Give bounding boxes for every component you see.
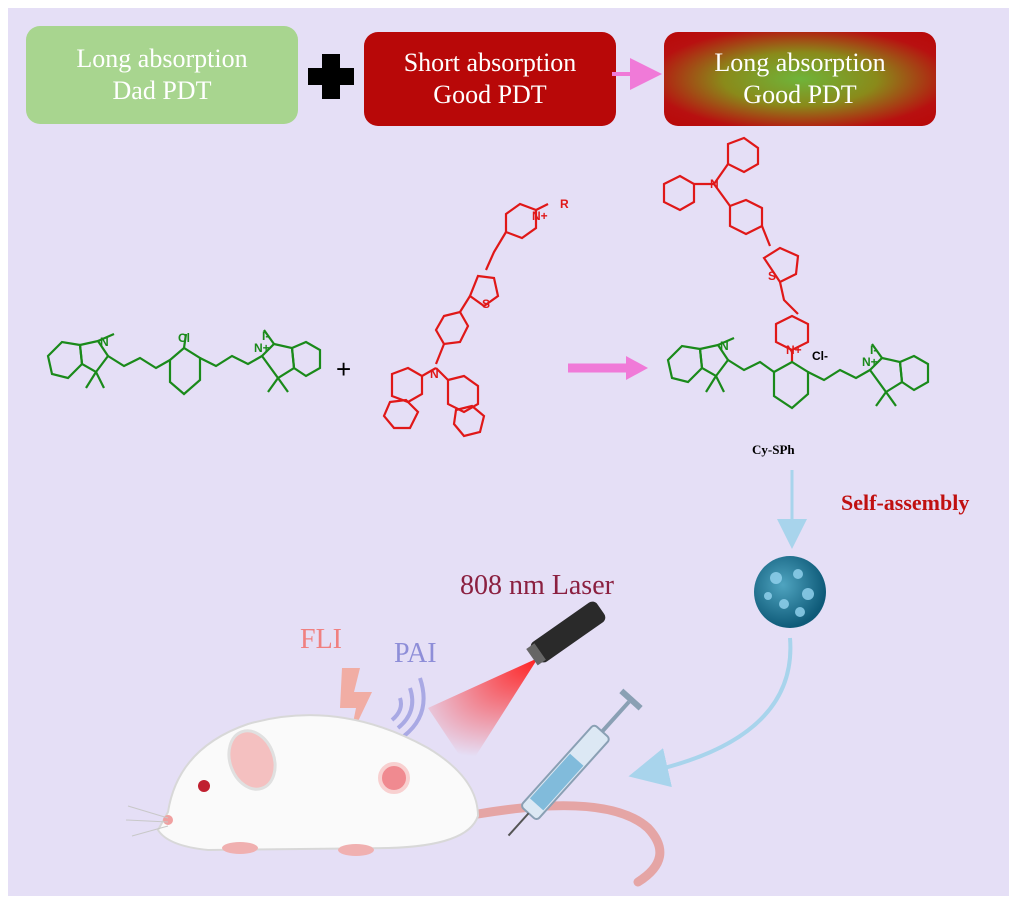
cyanine-counterion-label: I- xyxy=(262,329,269,343)
box2-line2: Good PDT xyxy=(433,80,547,109)
product-chloride-label: Cl- xyxy=(812,349,828,363)
thiophene-pyridinium-molecule xyxy=(382,202,549,438)
laser-pen-icon xyxy=(526,601,606,666)
mouse-icon xyxy=(156,714,480,856)
fli-label: FLI xyxy=(300,624,342,655)
cyanine-nplus-label: N+ xyxy=(254,341,270,355)
product-pyridinium-label: N+ xyxy=(786,343,802,357)
sound-wave-icon xyxy=(390,677,426,738)
diagram-svg: N Cl N+ I- N+ R S N xyxy=(46,58,930,887)
amine-n-label: N xyxy=(430,367,439,381)
product-cyanine-n-label: N xyxy=(720,339,729,353)
nanoparticle-texture xyxy=(764,569,814,617)
plus-icon-vertical xyxy=(322,54,340,99)
pyridinium-r-label: R xyxy=(560,197,569,211)
box1-line1: Long absorption xyxy=(76,44,248,73)
product-red-fragment xyxy=(662,136,810,362)
cyanine-cl-label: Cl xyxy=(178,331,190,345)
laser-beam xyxy=(428,658,538,768)
cyanine-n-label: N xyxy=(100,335,109,349)
box2-line1: Short absorption xyxy=(403,48,577,77)
self-assembly-label: Self-assembly xyxy=(841,490,970,515)
product-cyanine-fragment xyxy=(666,336,930,410)
cyanine-molecule xyxy=(46,329,322,396)
box1-line2: Dad PDT xyxy=(112,76,212,105)
reaction-plus-sign: + xyxy=(336,354,352,384)
pyridinium-n-label: N+ xyxy=(532,209,548,223)
thiophene-s-label: S xyxy=(482,297,490,311)
diagram-canvas: Long absorption Dad PDT Short absorption… xyxy=(8,8,1009,896)
mouse-tail xyxy=(473,801,665,887)
laser-label: 808 nm Laser xyxy=(460,570,614,601)
product-cyanine-nplus-label: N+ xyxy=(862,355,878,369)
pai-label: PAI xyxy=(394,638,437,669)
box-long-absorption-bad-pdt: Long absorption Dad PDT xyxy=(26,26,298,124)
nanoparticle-icon xyxy=(754,556,826,628)
box-short-absorption-good-pdt: Short absorption Good PDT xyxy=(364,32,616,126)
product-counterion-label: I- xyxy=(870,343,877,357)
reaction-arrowhead-icon xyxy=(626,356,648,380)
syringe-icon xyxy=(507,688,643,837)
box3-line1: Long absorption xyxy=(714,48,886,77)
injection-arrow-icon xyxy=(628,637,793,788)
product-amine-n-label: N xyxy=(710,177,719,191)
box-long-absorption-good-pdt: Long absorption Good PDT xyxy=(664,32,936,126)
mouse-whiskers xyxy=(125,805,169,837)
box3-line2: Good PDT xyxy=(743,80,857,109)
product-name-label: Cy-SPh xyxy=(752,442,795,457)
product-thiophene-s-label: S xyxy=(768,269,776,283)
lightning-icon xyxy=(340,668,372,738)
